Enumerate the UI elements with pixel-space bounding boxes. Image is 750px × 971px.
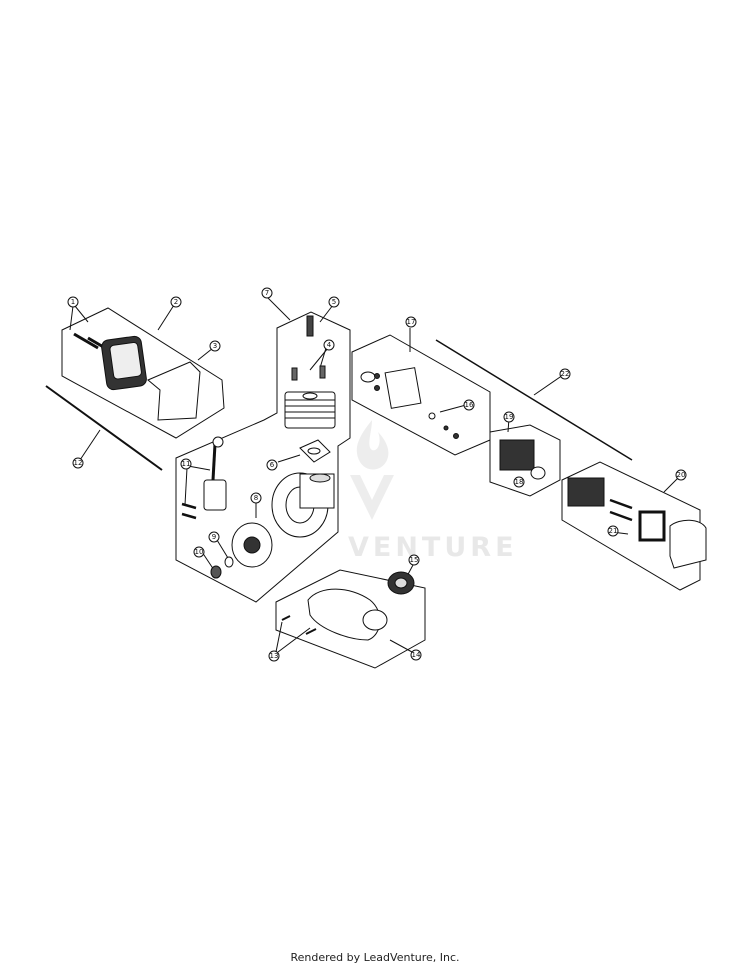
svg-text:11: 11 (182, 460, 191, 468)
svg-text:1: 1 (71, 298, 75, 306)
svg-text:12: 12 (74, 459, 83, 467)
group-outline-engine (175, 311, 351, 603)
group-outline-fuel-tank (351, 334, 491, 456)
callout-21[interactable]: 21 (607, 525, 619, 537)
svg-text:7: 7 (265, 289, 269, 297)
footer-credit: Rendered by LeadVenture, Inc. (290, 951, 460, 964)
callout-20[interactable]: 20 (675, 469, 687, 481)
svg-text:21: 21 (609, 527, 618, 535)
svg-text:16: 16 (465, 401, 474, 409)
svg-text:13: 13 (270, 652, 279, 660)
svg-text:14: 14 (412, 651, 421, 659)
callout-9[interactable]: 9 (208, 531, 220, 543)
svg-text:10: 10 (195, 548, 204, 556)
callout-12[interactable]: 12 (72, 457, 84, 469)
callout-15[interactable]: 15 (408, 554, 420, 566)
callout-3[interactable]: 3 (209, 340, 221, 352)
svg-text:18: 18 (515, 478, 524, 486)
svg-text:19: 19 (505, 413, 514, 421)
callout-7[interactable]: 7 (261, 287, 273, 299)
svg-text:6: 6 (270, 461, 275, 469)
callout-13[interactable]: 13 (268, 650, 280, 662)
watermark-flame-icon (356, 420, 389, 470)
callout-18[interactable]: 18 (513, 476, 525, 488)
callouts: 1 2 3 4 5 6 7 8 9 10 11 12 13 14 15 16 1… (67, 287, 687, 662)
watermark-v-icon (350, 475, 394, 520)
svg-text:2: 2 (174, 298, 178, 306)
callout-10[interactable]: 10 (193, 546, 205, 558)
svg-text:9: 9 (212, 533, 216, 541)
group-outline-air-filter (561, 461, 701, 591)
svg-text:15: 15 (410, 556, 419, 564)
callout-2[interactable]: 2 (170, 296, 182, 308)
group-outline-starter (275, 569, 426, 669)
group-outline-muffler (61, 307, 225, 439)
part-illustrations (45, 315, 707, 641)
svg-text:4: 4 (327, 341, 332, 349)
svg-text:8: 8 (254, 494, 258, 502)
svg-text:20: 20 (677, 471, 686, 479)
callout-19[interactable]: 19 (503, 411, 515, 423)
callout-6[interactable]: 6 (266, 459, 278, 471)
callout-5[interactable]: 5 (328, 296, 340, 308)
callout-17[interactable]: 17 (405, 316, 417, 328)
callout-22[interactable]: 22 (559, 368, 571, 380)
callout-14[interactable]: 14 (410, 649, 422, 661)
svg-text:17: 17 (407, 318, 416, 326)
svg-text:22: 22 (561, 370, 570, 378)
callout-4[interactable]: 4 (323, 339, 335, 351)
callout-8[interactable]: 8 (250, 492, 262, 504)
watermark: VENTURE (348, 420, 518, 563)
watermark-text: VENTURE (348, 532, 518, 563)
callout-16[interactable]: 16 (463, 399, 475, 411)
callout-1[interactable]: 1 (67, 296, 79, 308)
svg-text:5: 5 (332, 298, 336, 306)
group-outline-carburetor (489, 424, 561, 497)
svg-text:3: 3 (213, 342, 217, 350)
callout-11[interactable]: 11 (180, 458, 192, 470)
